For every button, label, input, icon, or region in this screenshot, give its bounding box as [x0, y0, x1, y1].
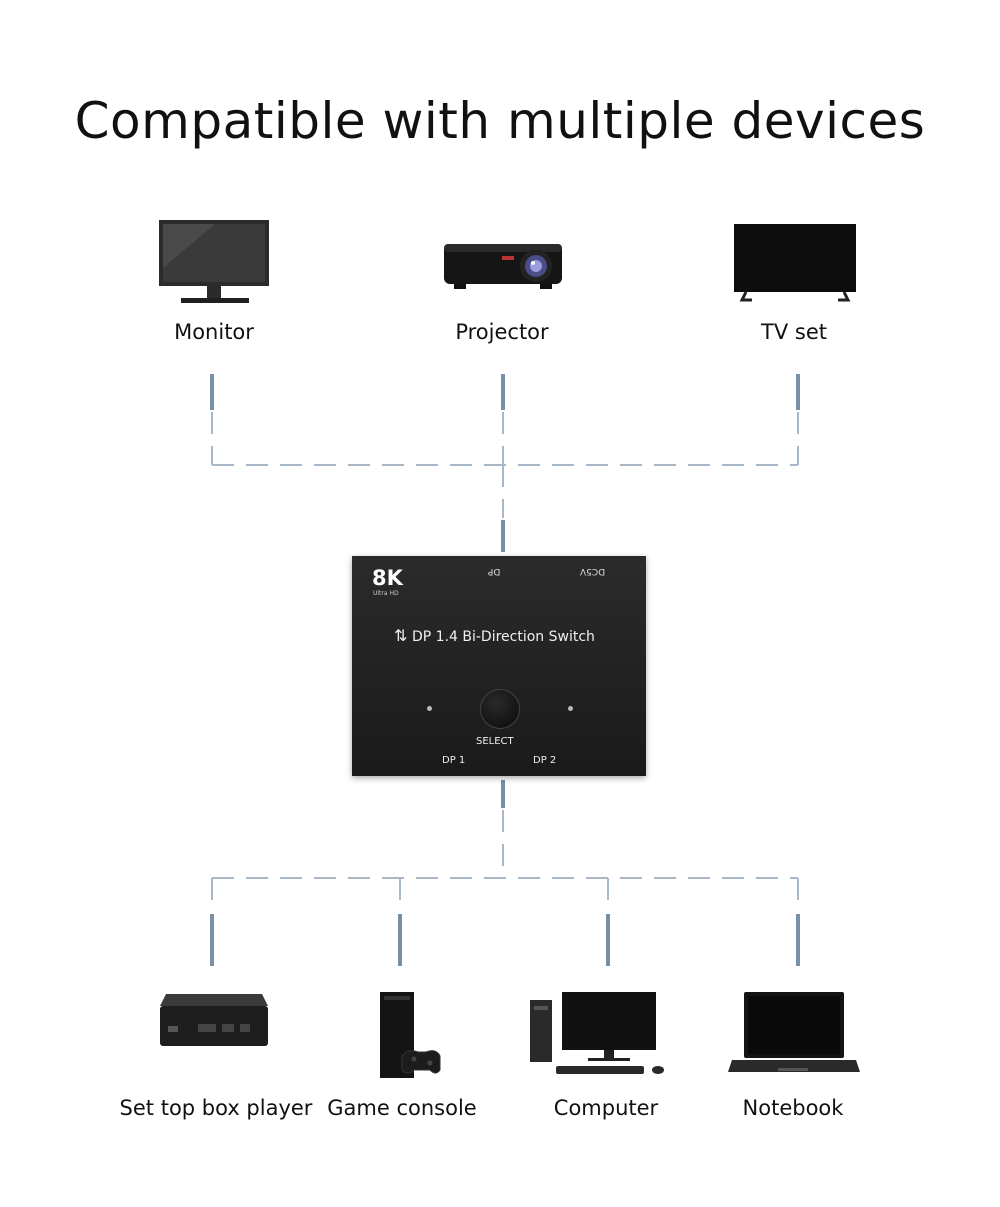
monitor-device [155, 218, 273, 312]
computer-device [526, 990, 670, 1084]
switch-8k-badge: 8K [372, 566, 403, 590]
bidirection-arrow-icon: ⇅ [394, 626, 408, 645]
game-console-icon [380, 992, 441, 1078]
projector-device [442, 234, 566, 298]
tv-device [732, 222, 858, 308]
computer-label: Computer [553, 1096, 659, 1120]
select-label: SELECT [476, 736, 514, 747]
select-button[interactable] [480, 689, 520, 729]
monitor-label: Monitor [174, 320, 254, 344]
dp1-port-label: DP 1 [442, 755, 466, 766]
set-top-box-icon [160, 994, 268, 1046]
notebook-icon [728, 992, 860, 1072]
dp2-port-label: DP 2 [533, 755, 557, 766]
notebook-label: Notebook [742, 1096, 844, 1120]
dp2-led-indicator [568, 706, 573, 711]
switch-power-label: DC5V [580, 566, 606, 576]
switch-uhd-label: Ultra HD [373, 590, 399, 597]
projector-icon [444, 244, 562, 289]
set-top-box-label: Set top box player [119, 1096, 313, 1120]
set-top-box-device [158, 990, 270, 1056]
tv-icon [734, 224, 856, 302]
computer-icon [530, 992, 664, 1074]
monitor-icon [159, 220, 269, 303]
page-title: Compatible with multiple devices [74, 92, 926, 150]
dp1-led-indicator [427, 706, 432, 711]
game-console-label: Game console [327, 1096, 477, 1120]
dp-switch-device: 8K Ultra HD DP DC5V ⇅ DP 1.4 Bi-Directio… [352, 556, 646, 776]
switch-dp-port-label: DP [488, 566, 501, 576]
projector-label: Projector [455, 320, 549, 344]
switch-name: DP 1.4 Bi-Direction Switch [412, 629, 595, 645]
notebook-device [728, 990, 862, 1080]
game-console-device [372, 990, 442, 1086]
tv-label: TV set [761, 320, 827, 344]
